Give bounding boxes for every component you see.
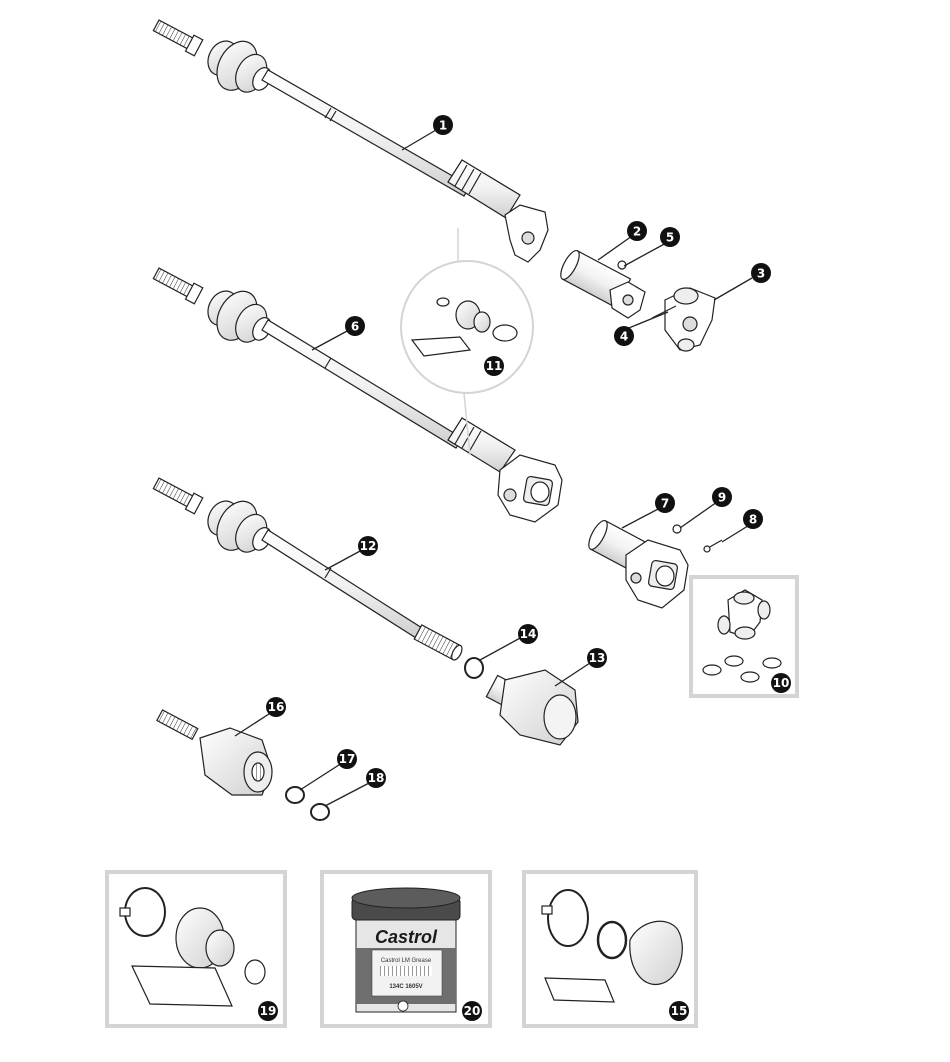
svg-text:16: 16 (268, 700, 285, 714)
svg-text:4: 4 (620, 330, 628, 344)
callout-3: 3 (751, 263, 771, 283)
callout-20: 20 (462, 1001, 482, 1021)
svg-text:11: 11 (486, 359, 503, 373)
svg-text:13: 13 (589, 651, 606, 665)
inner-cv-joint-parts (156, 709, 330, 821)
callout-4: 4 (614, 326, 634, 346)
flange-housing-assembly (588, 519, 723, 609)
svg-text:1: 1 (439, 119, 447, 133)
callout-5: 5 (660, 227, 680, 247)
svg-text:17: 17 (339, 752, 356, 766)
boot-kit-box-19 (105, 870, 287, 1028)
callout-19: 19 (258, 1001, 278, 1021)
svg-text:5: 5 (666, 231, 674, 245)
svg-text:9: 9 (718, 491, 726, 505)
svg-text:6: 6 (351, 320, 359, 334)
outer-cv-joint-parts (464, 657, 579, 746)
grease-tub: Castrol Castrol LM Grease 134C 1605V (351, 887, 461, 1013)
svg-text:8: 8 (749, 513, 757, 527)
svg-text:10: 10 (773, 676, 790, 690)
flange-yoke-assembly (560, 249, 716, 352)
callout-15: 15 (669, 1001, 689, 1021)
callout-8: 8 (743, 509, 763, 529)
svg-text:20: 20 (464, 1004, 481, 1018)
callout-18: 18 (366, 768, 386, 788)
grease-tub-box-20: Castrol Castrol LM Grease 134C 1605V (320, 870, 492, 1028)
drive-shaft-assembly-1 (152, 19, 549, 263)
castrol-logo: Castrol (375, 927, 438, 947)
callout-13: 13 (587, 648, 607, 668)
grease-codes: 134C 1605V (389, 984, 422, 990)
callout-16: 16 (266, 697, 286, 717)
drive-shaft-assembly-12 (152, 477, 463, 661)
svg-text:12: 12 (360, 539, 377, 553)
svg-text:2: 2 (633, 225, 641, 239)
callout-10: 10 (771, 673, 791, 693)
callout-11: 11 (484, 356, 504, 376)
grease-product-name: Castrol LM Grease (381, 958, 432, 964)
drive-shaft-assembly-6 (152, 267, 563, 523)
callout-17: 17 (337, 749, 357, 769)
callout-12: 12 (358, 536, 378, 556)
callout-14: 14 (518, 624, 538, 644)
svg-text:7: 7 (661, 497, 669, 511)
callout-9: 9 (712, 487, 732, 507)
callout-6: 6 (345, 316, 365, 336)
svg-text:14: 14 (520, 627, 537, 641)
boot-kit-box-15 (522, 870, 698, 1028)
svg-text:18: 18 (368, 771, 385, 785)
svg-text:19: 19 (260, 1004, 277, 1018)
leader-lines (234, 129, 753, 807)
callout-7: 7 (655, 493, 675, 513)
svg-text:3: 3 (757, 267, 765, 281)
callout-2: 2 (627, 221, 647, 241)
universal-joint-kit-box (689, 575, 799, 698)
svg-text:15: 15 (671, 1004, 688, 1018)
callout-1: 1 (433, 115, 453, 135)
